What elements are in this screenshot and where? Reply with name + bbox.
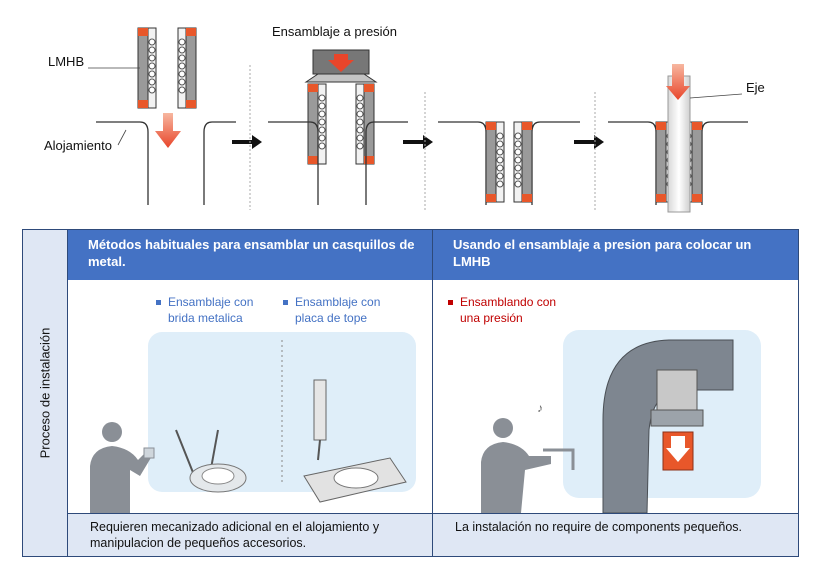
label-ensamblaje-presion: Ensamblaje a presión — [272, 24, 398, 39]
step-arrow-2 — [403, 135, 433, 149]
housing-leader-line — [117, 129, 127, 146]
label-eje: Eje — [746, 80, 765, 95]
worker-icon — [90, 422, 152, 513]
housing-1 — [96, 121, 236, 205]
step1-group — [88, 27, 236, 205]
col1-bullet-1: Ensamblaje con brida metalica — [156, 294, 253, 326]
screwdriver-icon — [313, 379, 327, 441]
col2-illustration: Ensamblando con una presión ♪ — [433, 280, 798, 513]
col2-bullet-1: Ensamblando con una presión — [448, 294, 556, 326]
col1-bullet-2: Ensamblaje con placa de tope — [283, 294, 380, 326]
col1-header: Métodos habituales para ensamblar un cas… — [68, 230, 432, 280]
lmhb-left-section — [137, 27, 157, 109]
row-header-text: Proceso de instalación — [37, 327, 53, 459]
step2-group — [268, 49, 408, 205]
down-arrow-4 — [666, 64, 690, 100]
column-divider — [432, 230, 433, 556]
svg-text:♪: ♪ — [537, 401, 543, 415]
housing-2 — [268, 121, 408, 205]
col1-figure — [90, 332, 416, 513]
label-alojamiento: Alojamiento — [44, 138, 112, 153]
col1-footer: Requieren mecanizado adicional en el alo… — [68, 513, 432, 556]
col2-figure: ♪ — [481, 330, 761, 513]
row-header: Proceso de instalación — [23, 230, 68, 556]
col1-illustration: Ensamblaje con brida metalica Ensamblaje… — [68, 280, 432, 513]
col2-footer: La instalación no require de components … — [433, 513, 798, 556]
down-arrow-1 — [155, 113, 181, 148]
worker-icon-2 — [481, 418, 551, 513]
step3-group — [438, 121, 580, 205]
step4-group — [608, 64, 748, 213]
shaft-leader-line — [689, 93, 743, 99]
assembly-steps-diagram — [88, 27, 748, 213]
press-spring — [656, 369, 698, 413]
step-arrow-3 — [574, 135, 604, 149]
col2-header: Usando el ensamblaje a presion para colo… — [433, 230, 798, 280]
lmhb-right-section — [177, 27, 197, 109]
housing-3 — [438, 121, 580, 205]
step-arrow-1 — [232, 135, 262, 149]
comparison-table: Proceso de instalación Métodos habituale… — [22, 229, 799, 557]
label-lmhb: LMHB — [48, 54, 85, 69]
